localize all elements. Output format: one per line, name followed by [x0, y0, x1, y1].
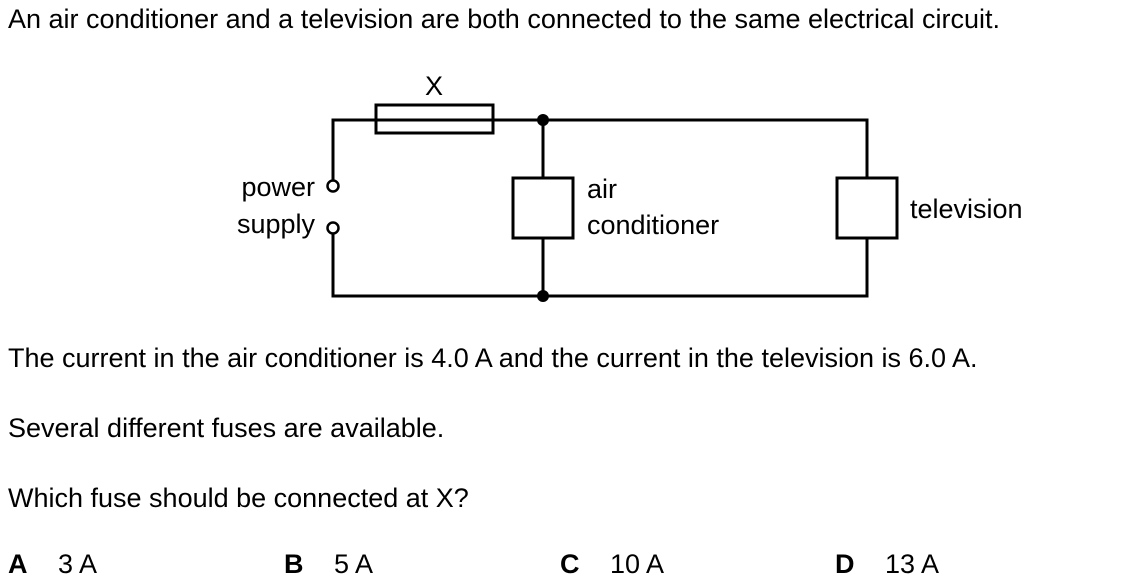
- television-label: television: [910, 194, 1023, 224]
- air-conditioner-label-line1: air: [587, 174, 617, 204]
- option-b[interactable]: B 5 A: [284, 548, 373, 580]
- supply-label-line2: supply: [237, 209, 316, 239]
- option-a-value: 3 A: [58, 549, 98, 579]
- air-conditioner-label-line2: conditioner: [587, 210, 719, 240]
- supply-label-line1: power: [241, 172, 315, 202]
- option-d[interactable]: D 13 A: [835, 548, 939, 580]
- option-d-value: 13 A: [885, 549, 940, 579]
- supply-terminal-top: [326, 179, 340, 193]
- fuse-label: X: [425, 71, 443, 101]
- supply-terminal-bottom: [326, 221, 340, 235]
- junction-top: [537, 114, 549, 126]
- option-c[interactable]: C 10 A: [560, 548, 664, 580]
- question-prompt: Which fuse should be connected at X?: [8, 483, 469, 513]
- air-conditioner-symbol: [511, 176, 575, 240]
- junction-bottom: [537, 290, 549, 302]
- option-a-letter: A: [8, 549, 28, 579]
- option-d-letter: D: [835, 549, 855, 579]
- option-c-letter: C: [560, 549, 580, 579]
- option-b-value: 5 A: [334, 549, 374, 579]
- option-a[interactable]: A 3 A: [8, 548, 97, 580]
- option-b-letter: B: [284, 549, 304, 579]
- current-info-text: The current in the air conditioner is 4.…: [8, 343, 978, 373]
- television-symbol: [835, 176, 899, 240]
- intro-text: An air conditioner and a television are …: [8, 4, 1001, 34]
- fuse-x-symbol: [374, 103, 495, 135]
- option-c-value: 10 A: [610, 549, 665, 579]
- circuit-diagram: X power supply air conditioner televisio…: [237, 71, 1023, 302]
- fuses-info-text: Several different fuses are available.: [8, 413, 445, 443]
